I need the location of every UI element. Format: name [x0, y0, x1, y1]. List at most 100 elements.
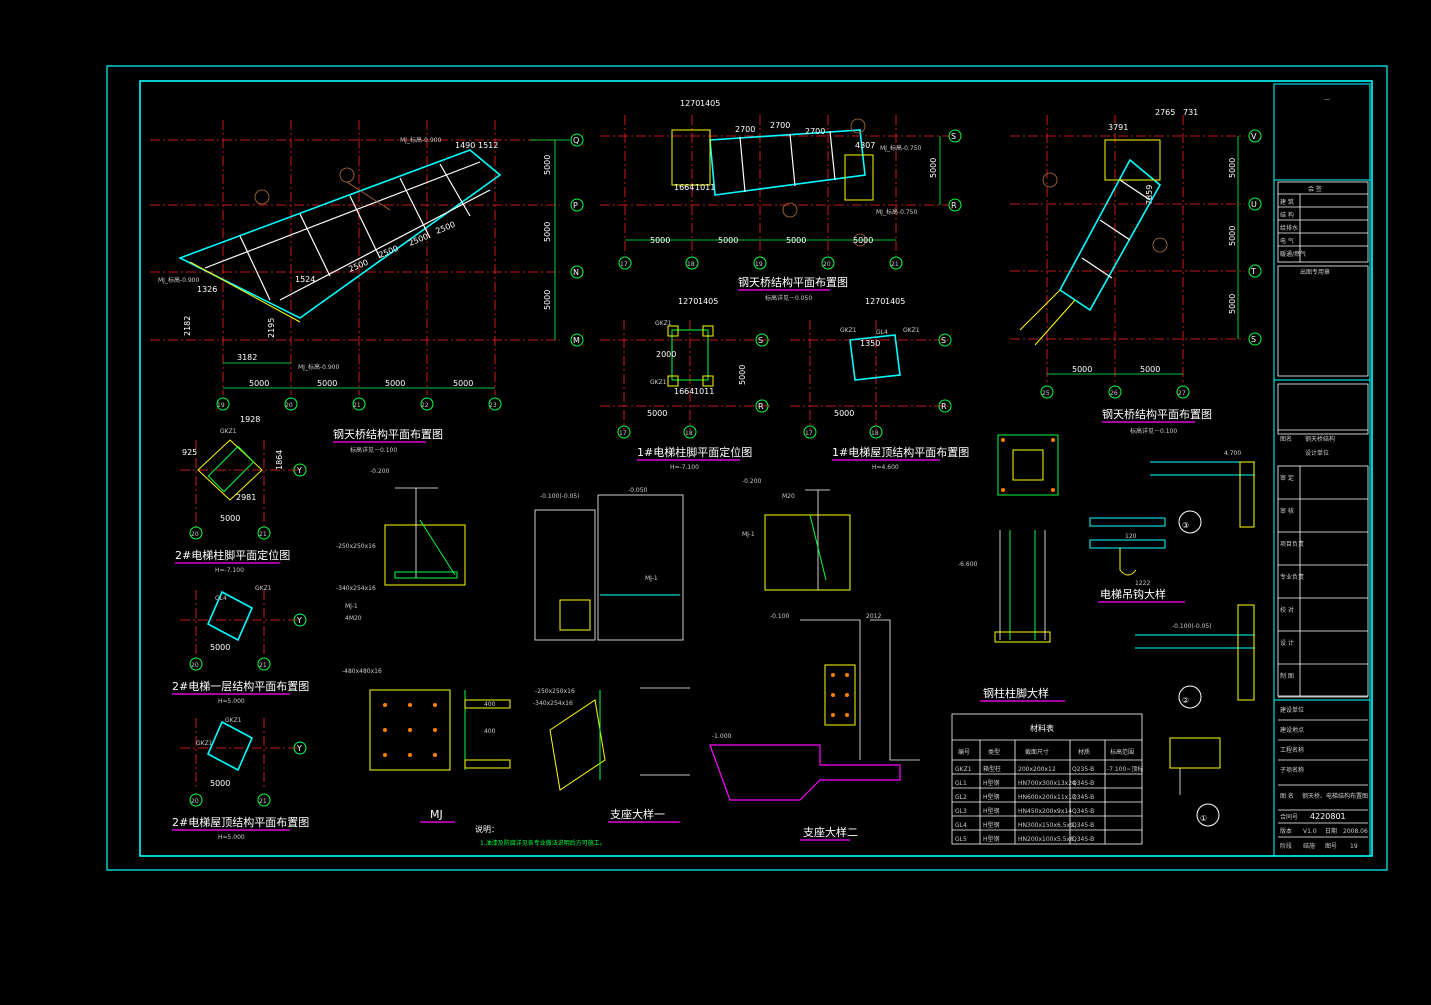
- table-cell: Q345-B: [1072, 780, 1094, 787]
- dim-text: 5000: [834, 409, 854, 418]
- table-cell: Q345-B: [1072, 836, 1094, 843]
- title-sub: H=5.000: [218, 698, 245, 705]
- tb-sign-row: 结 构: [1280, 211, 1294, 219]
- detail-column-base: -0.200 -250x250x16 -340x254x16 MJ-1 4M20: [336, 468, 466, 622]
- title-bridge-plan-right: 钢天桥结构平面布置图: [1102, 407, 1212, 421]
- table-cell: GL4: [955, 822, 967, 829]
- dim-text: 1405: [885, 297, 905, 306]
- column-label: GKZ1: [903, 327, 920, 334]
- elevation-label: -0.050: [628, 487, 648, 494]
- mj-label: MJ-1: [345, 603, 358, 610]
- table-cell: Q345-B: [1072, 808, 1094, 815]
- dim-text: 5000: [1072, 365, 1092, 374]
- table-header: 截面尺寸: [1025, 748, 1049, 756]
- table-header: 类型: [988, 748, 1000, 756]
- dim-text: 1270: [865, 297, 885, 306]
- table-cell: HN300x150x6.5x9: [1018, 822, 1074, 829]
- svg-text:5000: 5000: [543, 290, 552, 310]
- dim-text: 5000: [929, 158, 938, 178]
- dim-text: 731: [1183, 108, 1198, 117]
- title-bridge-plan-mid: 钢天桥结构平面布置图: [738, 275, 848, 289]
- dim-text: 1490: [455, 141, 475, 150]
- axis-bubble: U: [1251, 200, 1257, 209]
- elevator1-roof-plan: 1270 1405 1350 5000 GKZ1 GKZ1 GL4 S R 17…: [790, 297, 969, 471]
- axis-bubble: 20: [191, 798, 199, 805]
- table-cell: H型钢: [983, 821, 1000, 829]
- axis-bubble: 17: [619, 430, 627, 437]
- tb-sign-header: 会 签: [1308, 185, 1322, 193]
- title-elev1-roof: 1#电梯屋顶结构平面布置图: [832, 445, 969, 459]
- table-header: 材质: [1078, 748, 1090, 756]
- table-cell: -7.100~顶标: [1107, 765, 1143, 773]
- detail-mark-3: ③: [1182, 521, 1189, 530]
- table-cell: GL1: [955, 780, 967, 787]
- title-elev2-first: 2#电梯一层结构平面布置图: [172, 679, 309, 693]
- plate-label: -340x254x16: [533, 700, 573, 707]
- table-cell: HN450x200x9x14: [1018, 808, 1072, 815]
- axis-bubble: 21: [259, 531, 267, 538]
- elevation-label: -6.600: [958, 561, 978, 568]
- title-mj: MJ: [430, 808, 443, 821]
- tb-drawing-name: 钢天桥、电梯结构布置图: [1302, 792, 1368, 800]
- tb-label: 工程名称: [1280, 746, 1304, 754]
- elevation-label: -0.100: [770, 613, 790, 620]
- axis-bubble: 20: [191, 662, 199, 669]
- mj-label: MJ_标高-0.900: [400, 136, 441, 144]
- column-label: GKZ1: [220, 428, 237, 435]
- dim-text: 3791: [1108, 123, 1128, 132]
- dim-text: 1524: [295, 275, 315, 284]
- tb-top: —: [1324, 96, 1330, 103]
- detail-hanger: 120 1222 电梯吊钩大样: [1089, 517, 1185, 603]
- detail-mark-1: ①: [1200, 814, 1207, 823]
- dim-text: 5000: [210, 779, 230, 788]
- axis-bubble: Y: [296, 616, 302, 625]
- tb-label: 建设单位: [1280, 706, 1304, 714]
- bolt-label: M20: [782, 493, 795, 500]
- dim-text: 2700: [805, 127, 825, 136]
- dim-text: 5000: [853, 236, 873, 245]
- tb-value: 钢天桥结构: [1305, 435, 1335, 443]
- dim-text: 1011: [694, 387, 714, 396]
- dim-text: 1405: [700, 99, 720, 108]
- tb-role: 审 定: [1280, 474, 1294, 482]
- tb-label: 合同号: [1280, 813, 1298, 821]
- title-support2: 支座大样二: [803, 825, 858, 839]
- table-cell: HN700x300x13x24: [1018, 780, 1076, 787]
- axis-bubble: M: [573, 336, 580, 345]
- dim-text: 1664: [674, 183, 694, 192]
- axis-bubble: 20: [285, 402, 293, 409]
- table-cell: H型钢: [983, 793, 1000, 801]
- title-sub: H=4.600: [872, 464, 899, 471]
- axis-bubble: 25: [1042, 390, 1050, 397]
- tb-stamp: 出图专用章: [1300, 268, 1330, 276]
- svg-text:5000: 5000: [543, 222, 552, 242]
- detail-support-a: -0.100(-0.05) -0.050 MJ-1 -250x250x16 -3…: [533, 487, 690, 823]
- axis-bubble: 18: [687, 261, 695, 268]
- table-cell: GL2: [955, 794, 967, 801]
- axis-bubble: S: [951, 132, 956, 141]
- elevation-label: -1.000: [712, 733, 732, 740]
- axis-bubble: 20: [191, 531, 199, 538]
- tb-sign-row: 电 气: [1280, 237, 1294, 245]
- dim-text: 5000: [249, 379, 269, 388]
- dim-text: 5000: [647, 409, 667, 418]
- tb-label: 图名: [1280, 435, 1292, 443]
- title-elev2-foot: 2#电梯柱脚平面定位图: [175, 548, 290, 562]
- axis-bubble: T: [1250, 267, 1256, 276]
- tb-sign-row: 建 筑: [1280, 198, 1294, 206]
- axis-bubble: 21: [891, 261, 899, 268]
- axis-bubble: R: [941, 402, 947, 411]
- dim-text: 5000: [1140, 365, 1160, 374]
- dim-text: 2981: [236, 493, 256, 502]
- tb-sign-row: 给排水: [1280, 224, 1298, 232]
- dim-text: 2700: [770, 121, 790, 130]
- elevator2-roof-plan: 5000 GKZ1 GKZ1 Y 20 21 2#电梯屋顶结构平面布置图 H=5…: [172, 717, 309, 841]
- axis-bubble: R: [758, 402, 764, 411]
- dim-text: 1512: [478, 141, 498, 150]
- axis-bubble: 19: [755, 261, 763, 268]
- dim-text: 5000: [317, 379, 337, 388]
- table-cell: Q345-B: [1072, 822, 1094, 829]
- dim-text: 2182: [183, 316, 192, 336]
- plate-label: -250x250x16: [336, 543, 376, 550]
